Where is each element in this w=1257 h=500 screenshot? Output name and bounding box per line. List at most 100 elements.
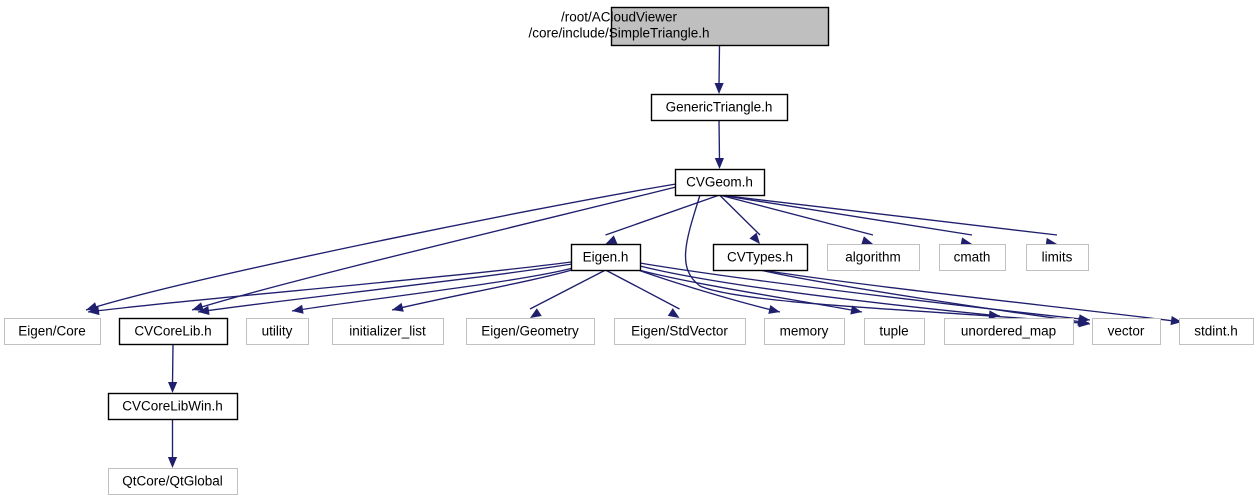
edge-eigenh-to-utility — [291, 267, 574, 312]
graph-node-initializerlist[interactable]: initializer_list — [332, 318, 444, 345]
node-rect-cvtypes[interactable] — [712, 243, 809, 272]
edge-arrowhead-cvgeom-to-algorithm — [861, 236, 873, 246]
graph-node-qtglobal[interactable]: QtCore/QtGlobal — [108, 468, 238, 495]
node-rect-algorithm[interactable] — [827, 244, 920, 271]
edge-arrowhead-eigenh-to-utility — [292, 304, 304, 314]
edge-cvgeom-to-algorithm — [719, 194, 874, 236]
node-rect-cvgeom[interactable] — [674, 168, 766, 197]
node-rect-eigengeometry[interactable] — [466, 318, 595, 345]
edge-cvtypes-to-vector — [759, 269, 1090, 324]
edge-arrowhead-eigenh-to-initializerlist — [392, 302, 404, 312]
node-label-qtglobal: QtCore/QtGlobal — [122, 474, 223, 489]
graph-node-memory[interactable]: memory — [764, 318, 845, 345]
node-label-cvtypes: CVTypes.h — [727, 250, 793, 265]
node-label-utility: utility — [262, 324, 293, 339]
node-label-initializerlist: initializer_list — [349, 324, 426, 339]
edge-arrowhead-cvtypes-to-stdint — [1170, 316, 1182, 326]
edge-cvgeom-to-eigenh — [605, 194, 720, 236]
edge-eigenh-to-initializerlist — [391, 268, 576, 311]
edge-root-to-generictriangle — [718, 44, 721, 86]
edge-eigenh-to-eigenstdvector — [605, 269, 680, 310]
graph-node-generictriangle[interactable]: GenericTriangle.h — [650, 93, 789, 122]
graph-node-cvcorelib[interactable]: CVCoreLib.h — [118, 317, 229, 346]
graph-node-unorderedmap[interactable]: unordered_map — [944, 318, 1074, 345]
edge-eigenh-to-eigengeometry — [529, 269, 606, 310]
graph-node-limits[interactable]: limits — [1026, 244, 1089, 271]
edge-arrowhead-root-to-generictriangle — [714, 82, 724, 94]
node-label-root-line2: /core/include/SimpleTriangle.h — [528, 26, 709, 41]
node-rect-eigenh[interactable] — [570, 243, 642, 272]
graph-node-eigencore[interactable]: Eigen/Core — [4, 318, 101, 345]
edge-eigenh-to-cvcorelib — [197, 263, 573, 313]
node-label-eigenstdvector: Eigen/StdVector — [631, 324, 728, 339]
node-rect-unorderedmap[interactable] — [944, 318, 1074, 345]
edge-arrowhead-cvtypes-to-vector — [1077, 316, 1089, 327]
graph-node-cvtypes[interactable]: CVTypes.h — [712, 243, 809, 272]
graph-node-eigenstdvector[interactable]: Eigen/StdVector — [614, 318, 746, 345]
edge-arrowhead-cvcorelib-to-cvcorelibwin — [168, 381, 178, 393]
edge-arrowhead-eigenh-to-cvcorelib — [198, 305, 210, 315]
graph-node-eigenh[interactable]: Eigen.h — [570, 243, 642, 272]
node-label-eigencore: Eigen/Core — [18, 324, 86, 339]
node-label-memory: memory — [780, 324, 829, 339]
node-label-cvgeom: CVGeom.h — [686, 175, 753, 190]
edge-eigenh-to-unorderedmap — [639, 265, 1001, 317]
node-label-stdint: stdint.h — [1194, 324, 1238, 339]
graph-node-tuple[interactable]: tuple — [864, 318, 925, 345]
edge-eigenh-to-vector — [639, 262, 1091, 321]
edge-layer — [85, 44, 1183, 468]
node-label-eigengeometry: Eigen/Geometry — [481, 324, 579, 339]
node-rect-cmath[interactable] — [939, 244, 1006, 271]
edge-arrowhead-eigenh-to-eigengeometry — [530, 308, 542, 318]
graph-node-root[interactable]: /root/ACloudViewer/core/include/SimpleTr… — [528, 6, 830, 47]
node-label-cvcorelibwin: CVCoreLibWin.h — [122, 399, 223, 414]
node-label-algorithm: algorithm — [845, 250, 901, 265]
edge-cvgeom-to-eigencore — [85, 183, 677, 311]
edge-arrowhead-eigenh-to-eigenstdvector — [667, 308, 680, 318]
edge-eigenh-to-eigencore — [87, 261, 572, 313]
edge-cvgeom-to-limits — [719, 194, 1058, 236]
node-rect-qtglobal[interactable] — [108, 468, 238, 495]
node-rect-limits[interactable] — [1026, 244, 1089, 271]
graph-node-utility[interactable]: utility — [246, 318, 309, 345]
node-label-root-line1: /root/ACloudViewer — [561, 10, 678, 25]
node-rect-cvcorelib[interactable] — [118, 317, 229, 346]
edge-arrowhead-cvgeom-to-eigenh — [605, 235, 618, 244]
node-label-limits: limits — [1042, 250, 1073, 265]
node-rect-memory[interactable] — [764, 318, 845, 345]
edge-cvcorelib-to-cvcorelibwin — [171, 343, 174, 385]
node-label-cvcorelib: CVCoreLib.h — [134, 324, 211, 339]
edge-cvtypes-to-stdint — [761, 269, 1183, 323]
node-rect-utility[interactable] — [246, 318, 309, 345]
node-label-vector: vector — [1108, 324, 1145, 339]
node-label-cmath: cmath — [954, 250, 991, 265]
edge-arrowhead-eigenh-to-tuple — [850, 305, 862, 315]
graph-node-vector[interactable]: vector — [1092, 318, 1161, 345]
node-rect-cvcorelibwin[interactable] — [107, 392, 239, 421]
node-label-generictriangle: GenericTriangle.h — [666, 100, 773, 115]
node-rect-root[interactable] — [610, 6, 830, 47]
node-label-eigenh: Eigen.h — [583, 250, 629, 265]
node-rect-stdint[interactable] — [1179, 318, 1254, 345]
edge-arrowhead-cvgeom-to-cvcorelib — [192, 302, 204, 312]
node-rect-initializerlist[interactable] — [332, 318, 444, 345]
graph-node-algorithm[interactable]: algorithm — [827, 244, 920, 271]
node-rect-vector[interactable] — [1092, 318, 1161, 345]
graph-node-cvcorelibwin[interactable]: CVCoreLibWin.h — [107, 392, 239, 421]
graph-node-cmath[interactable]: cmath — [939, 244, 1006, 271]
node-rect-tuple[interactable] — [864, 318, 925, 345]
edge-arrowhead-cvcorelibwin-to-qtglobal — [167, 457, 178, 468]
edge-generictriangle-to-cvgeom — [718, 119, 721, 161]
edge-arrowhead-eigenh-to-unorderedmap — [988, 310, 1000, 320]
edge-eigenh-to-memory — [637, 269, 781, 313]
graph-node-eigengeometry[interactable]: Eigen/Geometry — [466, 318, 595, 345]
graph-node-cvgeom[interactable]: CVGeom.h — [674, 168, 766, 197]
graph-node-stdint[interactable]: stdint.h — [1179, 318, 1254, 345]
node-layer: /root/ACloudViewer/core/include/SimpleTr… — [4, 6, 1254, 495]
edge-arrowhead-generictriangle-to-cvgeom — [714, 157, 724, 169]
edge-eigenh-to-tuple — [638, 269, 863, 313]
node-rect-eigenstdvector[interactable] — [614, 318, 746, 345]
node-rect-eigencore[interactable] — [4, 318, 101, 345]
node-rect-generictriangle[interactable] — [650, 93, 789, 122]
